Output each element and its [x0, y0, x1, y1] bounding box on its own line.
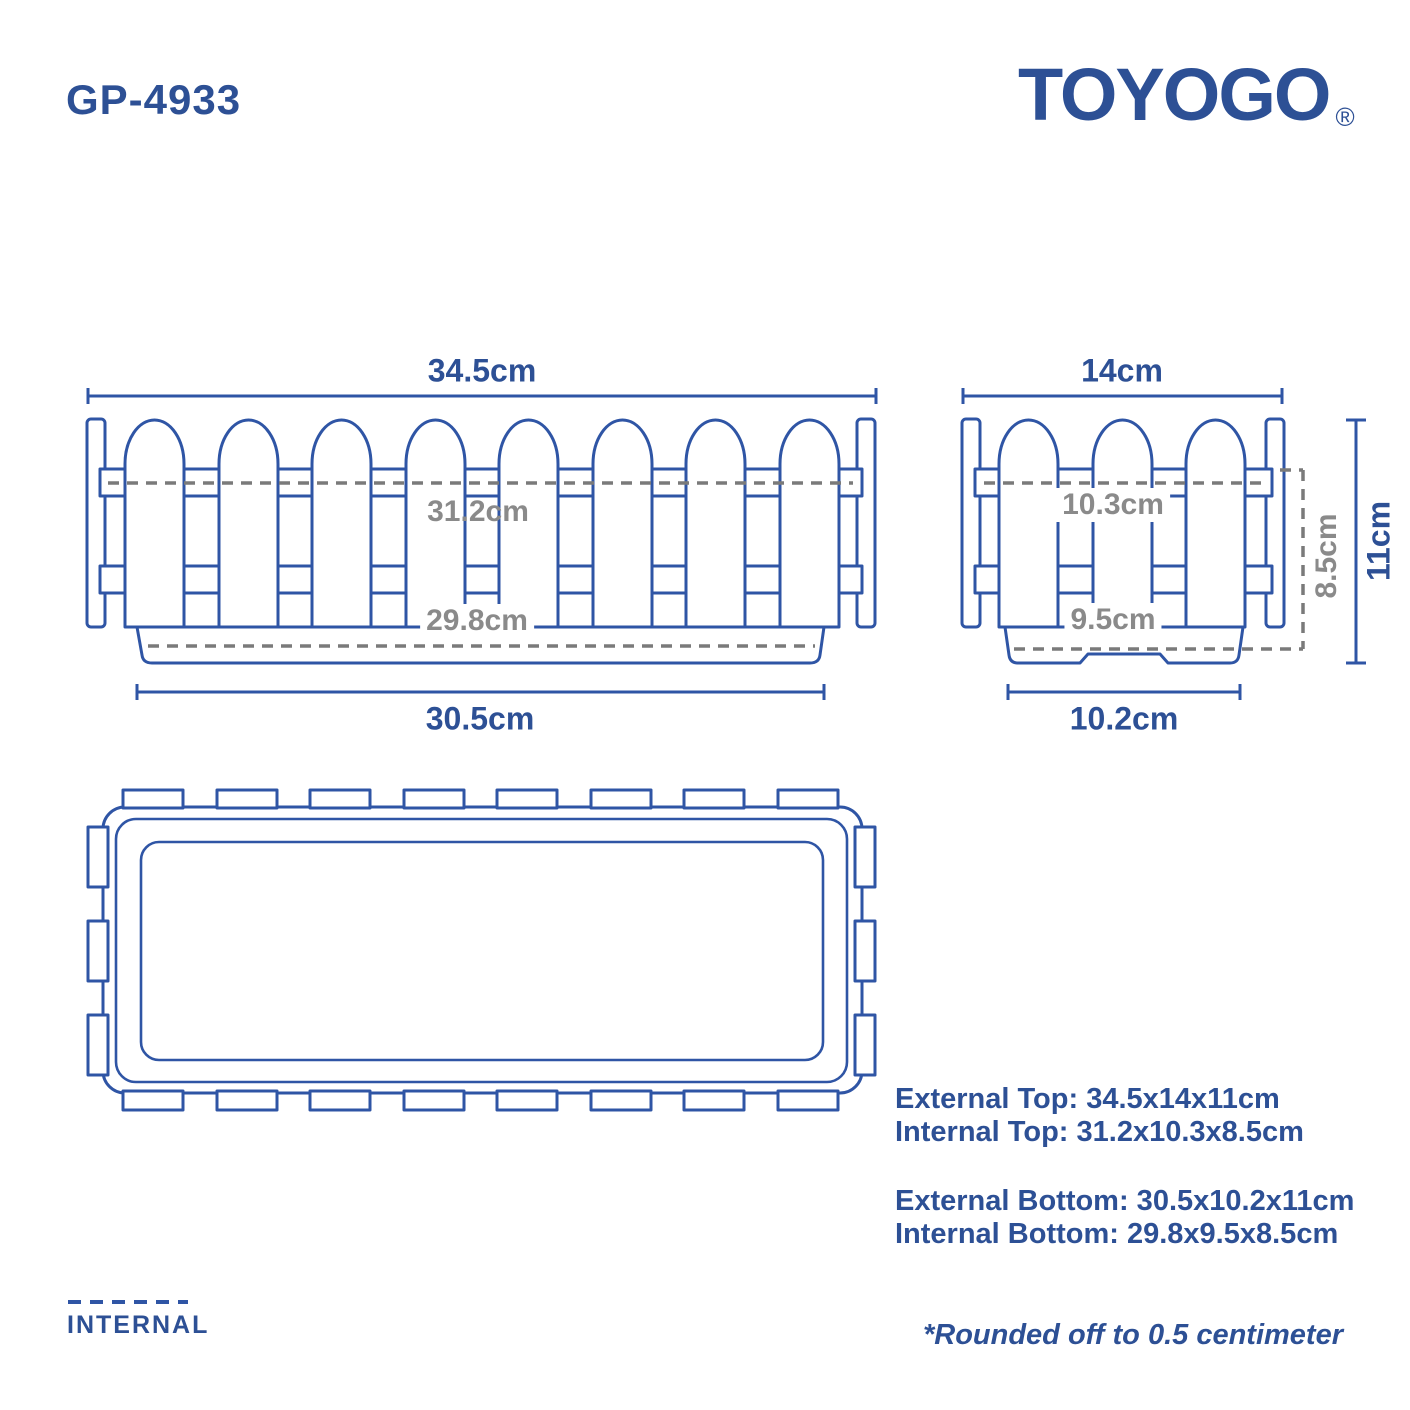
front-picket — [778, 418, 841, 629]
top-view-bottom-tab — [776, 1089, 840, 1112]
side-picket — [1091, 418, 1154, 629]
top-view-diagram — [86, 788, 877, 1112]
front-picket — [684, 418, 747, 629]
front-left-end-post — [85, 417, 107, 629]
side-left-end-post — [960, 417, 982, 629]
rounding-footnote: *Rounded off to 0.5 centimeter — [922, 1319, 1343, 1351]
legend-internal-label: INTERNAL — [67, 1311, 210, 1339]
brand-logo: TOYOGO ® — [1018, 58, 1355, 132]
top-view-right-tab — [853, 1013, 877, 1077]
front-pickets — [123, 418, 841, 629]
front-top-dimension-line — [86, 388, 878, 404]
top-view-bottom-tab — [308, 1089, 372, 1112]
summary-external-bottom: External Bottom: 30.5x10.2x11cm — [895, 1185, 1355, 1217]
front-picket — [404, 418, 467, 629]
top-view-bottom-tab — [682, 1089, 746, 1112]
summary-internal-bottom: Internal Bottom: 29.8x9.5x8.5cm — [895, 1218, 1339, 1250]
top-view-edge-tabs — [86, 788, 877, 1112]
summary-internal-top: Internal Top: 31.2x10.3x8.5cm — [895, 1116, 1304, 1148]
front-internal-bottom-width-label: 29.8cm — [420, 604, 534, 638]
top-view-top-tab — [121, 788, 185, 810]
side-pickets — [997, 418, 1247, 629]
top-view-left-tab — [86, 919, 110, 983]
side-external-top-width-label: 14cm — [1081, 352, 1163, 389]
front-picket — [310, 418, 373, 629]
brand-logo-text: TOYOGO — [1018, 53, 1331, 136]
front-picket — [591, 418, 654, 629]
side-bottom-dimension-line — [1006, 684, 1242, 700]
top-view-left-tab — [86, 825, 110, 889]
top-view-inner-rim — [114, 817, 849, 1084]
front-view-diagram — [85, 388, 878, 700]
top-view-inner-cavity — [139, 840, 825, 1062]
side-picket — [997, 418, 1060, 629]
side-internal-top-width-label: 10.3cm — [1056, 488, 1170, 522]
front-picket — [217, 418, 280, 629]
top-view-top-tab — [215, 788, 279, 810]
side-top-dimension-line — [961, 388, 1284, 404]
side-external-height-label: 11cm — [1360, 500, 1397, 582]
registered-trademark-icon: ® — [1335, 102, 1355, 132]
side-internal-height-label: 8.5cm — [1310, 513, 1343, 599]
top-view-top-tab — [682, 788, 746, 810]
top-view-bottom-tab — [121, 1089, 185, 1112]
front-external-top-width-label: 34.5cm — [427, 352, 537, 389]
front-picket — [497, 418, 560, 629]
side-picket — [1184, 418, 1247, 629]
top-view-top-tab — [402, 788, 466, 810]
front-right-end-post — [855, 417, 877, 629]
side-external-bottom-width-label: 10.2cm — [1069, 700, 1179, 737]
front-external-bottom-width-label: 30.5cm — [425, 700, 535, 737]
front-bottom-dimension-line — [135, 684, 826, 700]
side-view-diagram — [960, 388, 1366, 700]
top-view-bottom-tab — [402, 1089, 466, 1112]
top-view-right-tab — [853, 825, 877, 889]
summary-external-top: External Top: 34.5x14x11cm — [895, 1083, 1280, 1115]
top-view-top-tab — [308, 788, 372, 810]
top-view-bottom-tab — [215, 1089, 279, 1112]
top-view-top-tab — [589, 788, 653, 810]
top-view-left-tab — [86, 1013, 110, 1077]
top-view-top-tab — [776, 788, 840, 810]
side-height-dimension-line — [1346, 418, 1366, 665]
side-right-end-post — [1264, 417, 1286, 629]
front-upper-rail — [98, 467, 864, 498]
side-internal-bottom-width-label: 9.5cm — [1064, 603, 1162, 637]
front-lower-rail — [98, 564, 864, 595]
top-view-right-tab — [853, 919, 877, 983]
top-view-outer-rim — [101, 805, 864, 1095]
top-view-bottom-tab — [495, 1089, 559, 1112]
top-view-bottom-tab — [589, 1089, 653, 1112]
top-view-top-tab — [495, 788, 559, 810]
front-picket — [123, 418, 186, 629]
product-code: GP-4933 — [66, 76, 242, 123]
front-internal-top-width-label: 31.2cm — [427, 495, 529, 528]
